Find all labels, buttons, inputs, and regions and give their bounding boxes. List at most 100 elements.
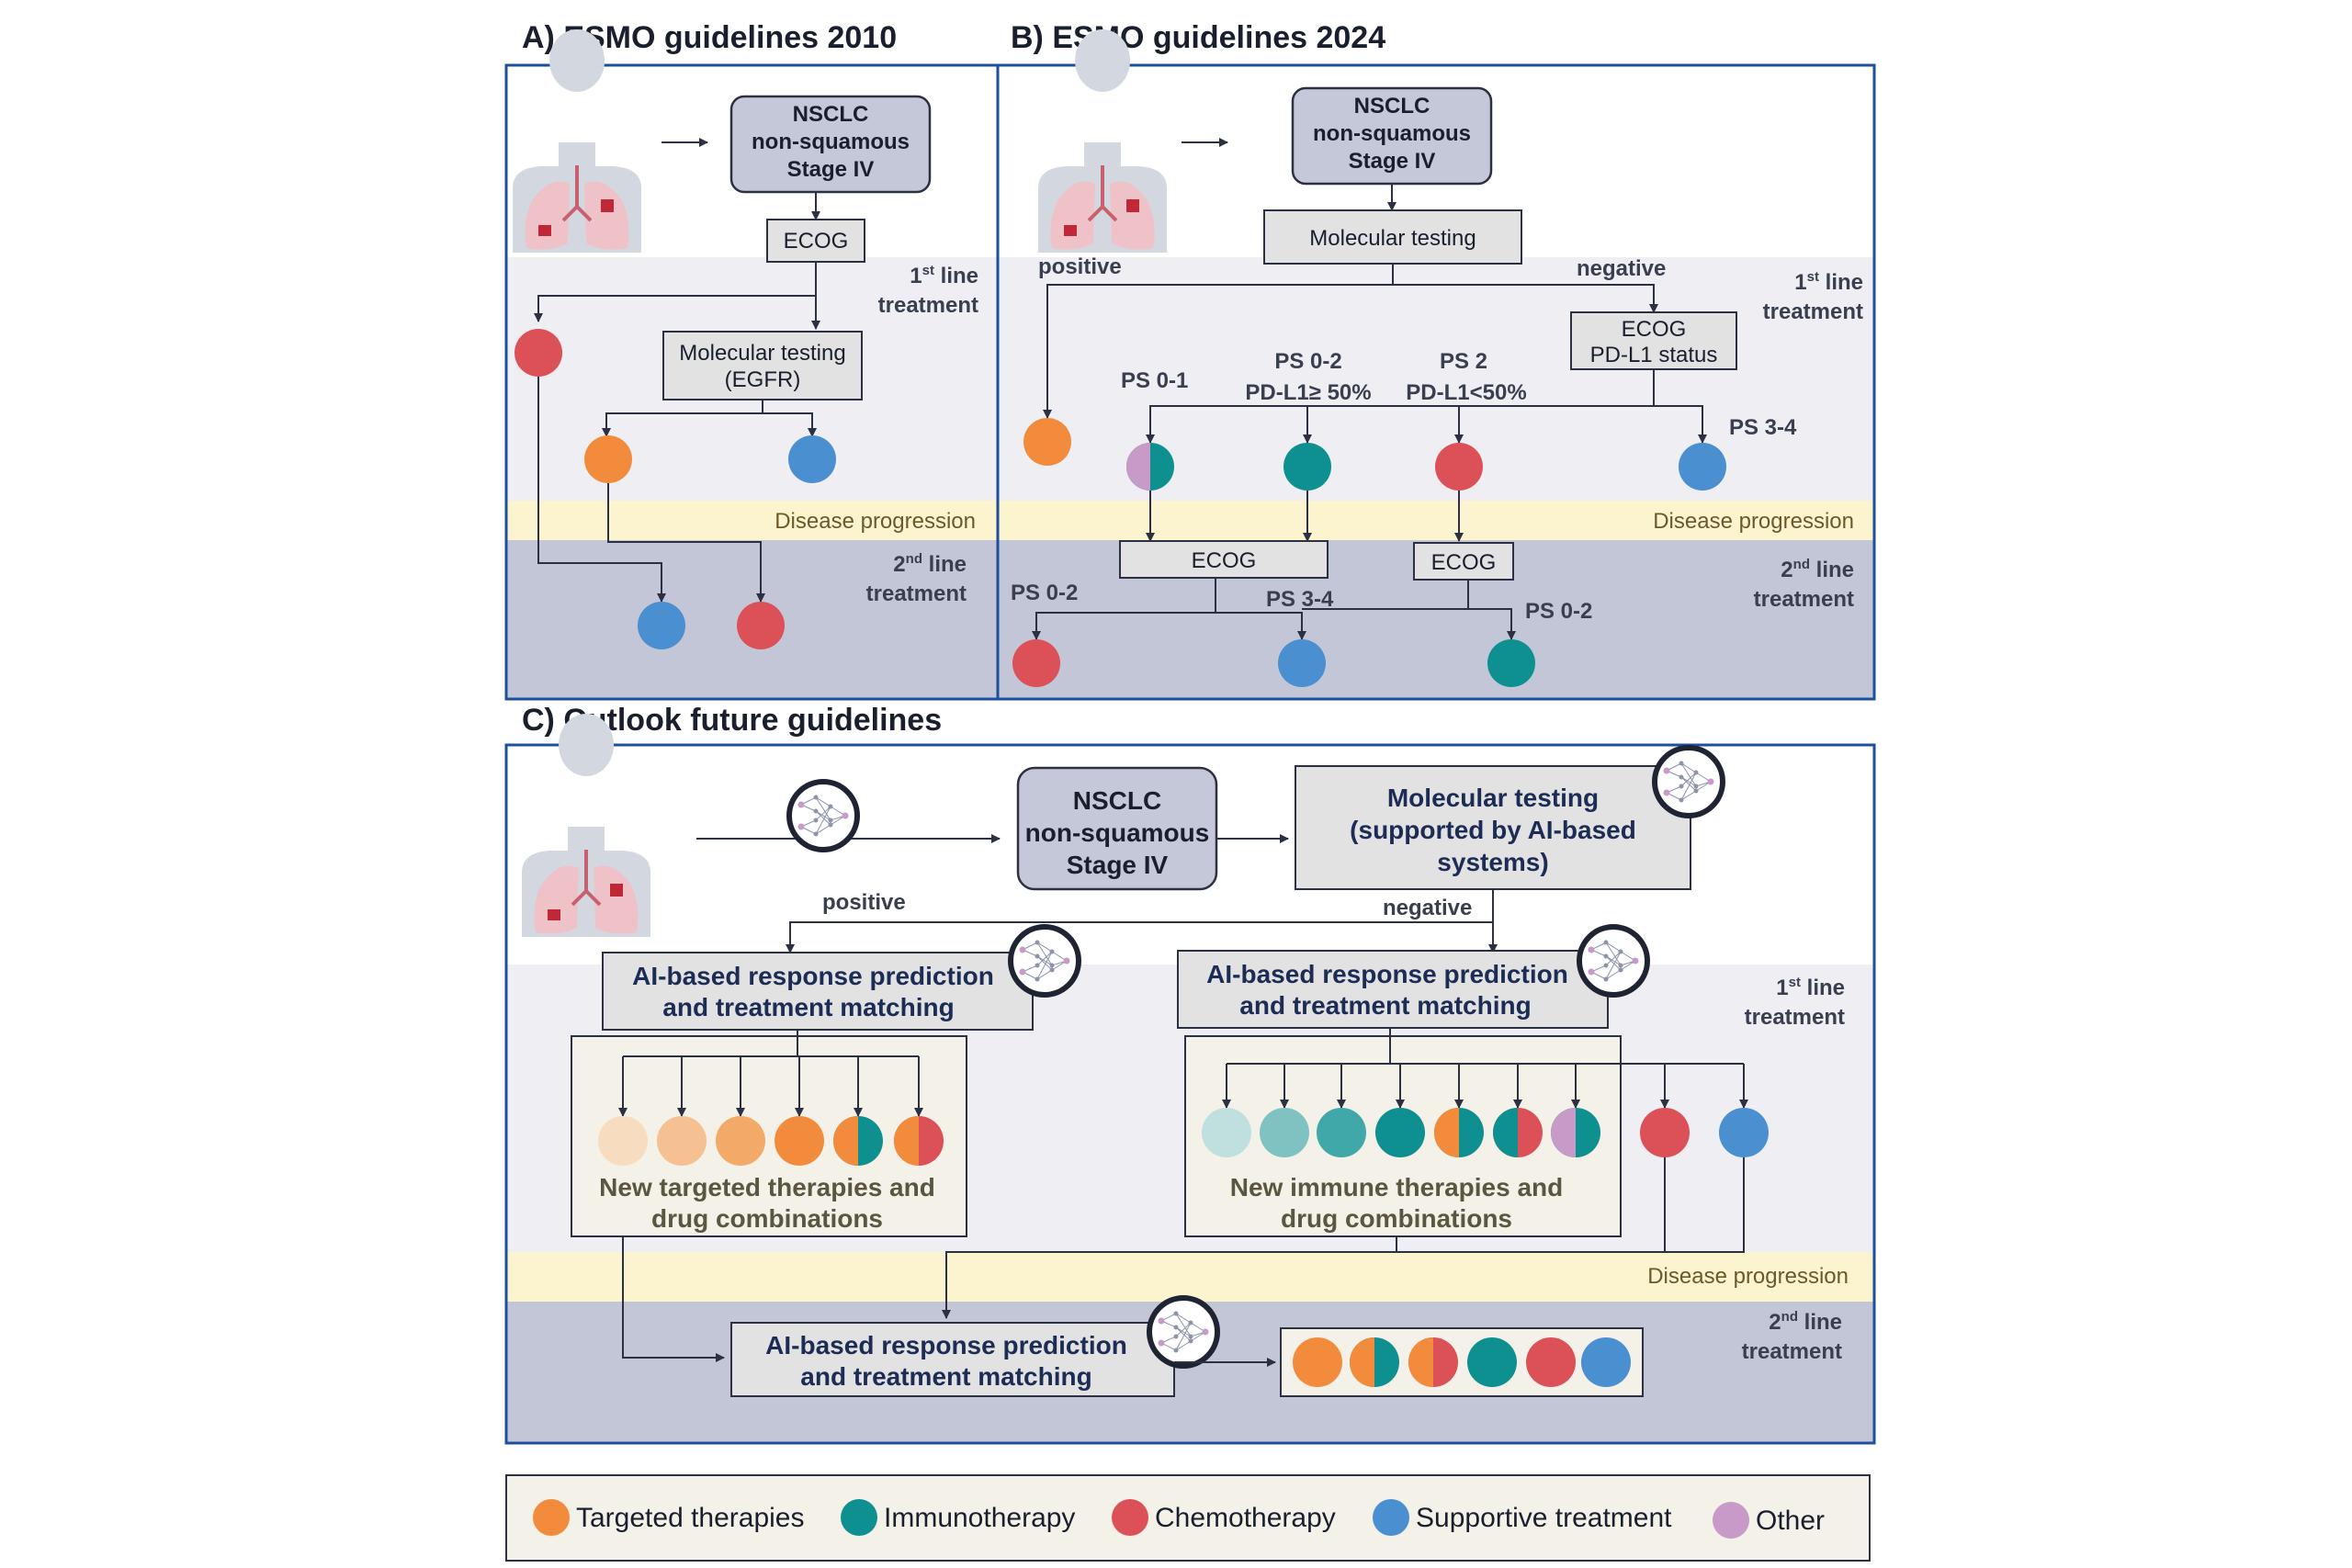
disease-progression-label: Disease progression bbox=[1653, 509, 1854, 534]
ecog-pdl1-label: ECOG bbox=[1622, 317, 1687, 342]
ai-prediction-box bbox=[730, 1322, 1175, 1397]
targeted-circle bbox=[657, 1116, 707, 1166]
supportive-circle bbox=[638, 602, 685, 649]
arrow bbox=[1468, 608, 1516, 640]
legend-label: Other bbox=[1756, 1506, 1825, 1536]
arrow bbox=[763, 412, 817, 437]
chemo-immuno-combo-circle bbox=[1126, 443, 1174, 491]
targeted-circle bbox=[775, 1116, 824, 1166]
targeted-circle bbox=[1293, 1337, 1342, 1387]
molecular-testing-ai-label: systems) bbox=[1437, 848, 1548, 876]
nsclc-label: non-squamous bbox=[1313, 121, 1471, 146]
first-line-label: 1st line bbox=[1794, 269, 1863, 295]
nsclc-label: Stage IV bbox=[787, 157, 875, 182]
ai-prediction-box bbox=[602, 952, 1034, 1031]
legend-swatch-targeted bbox=[533, 1499, 570, 1536]
targeted-circle bbox=[716, 1116, 765, 1166]
supportive-circle bbox=[1278, 639, 1326, 687]
nsclc-label: non-squamous bbox=[752, 130, 910, 154]
ecog-label: ECOG bbox=[1192, 548, 1257, 573]
arrow bbox=[622, 1236, 725, 1362]
ai-prediction-label: and treatment matching bbox=[1239, 991, 1531, 1020]
ps-label: PS 0-2 bbox=[1525, 599, 1592, 624]
second-line-label: treatment bbox=[1754, 587, 1854, 612]
legend-label: Targeted therapies bbox=[576, 1503, 805, 1533]
nsclc-label: NSCLC bbox=[1073, 786, 1161, 815]
ai-prediction-box bbox=[1177, 950, 1609, 1029]
new-immune-therapies-label: drug combinations bbox=[1281, 1204, 1512, 1233]
egfr-label: (EGFR) bbox=[725, 367, 801, 392]
ecog-box bbox=[1119, 540, 1329, 579]
immunotherapy-circle bbox=[1487, 639, 1535, 687]
ai-prediction-label: AI-based response prediction bbox=[1206, 960, 1568, 988]
arrow bbox=[942, 1236, 1397, 1319]
arrow bbox=[607, 483, 765, 603]
panel-b-border bbox=[996, 63, 1876, 701]
new-targeted-therapies-label: New targeted therapies and bbox=[599, 1173, 935, 1201]
ps-label: PS 3-4 bbox=[1729, 415, 1797, 440]
ecog-label: ECOG bbox=[1431, 550, 1497, 575]
new-targeted-therapies-label: drug combinations bbox=[651, 1204, 883, 1233]
ps-label: PS 2 bbox=[1440, 349, 1487, 374]
ai-prediction-label: and treatment matching bbox=[800, 1362, 1091, 1391]
ecog-box bbox=[1413, 542, 1514, 581]
nsclc-label: non-squamous bbox=[1025, 818, 1210, 847]
targeted-immuno-combo-circle bbox=[1434, 1108, 1484, 1157]
panel-b-title: B) ESMO guidelines 2024 bbox=[1011, 20, 1385, 55]
targeted-chemo-combo-circle bbox=[1408, 1337, 1458, 1387]
molecular-testing-ai-box bbox=[1295, 765, 1691, 890]
ecog-pdl1-label: PD-L1 status bbox=[1590, 343, 1718, 367]
first-line-label: treatment bbox=[878, 293, 978, 318]
panel-a-progression-band bbox=[506, 501, 998, 540]
panel-c-progression-band bbox=[506, 1252, 1874, 1302]
arrow bbox=[537, 377, 666, 603]
molecular-testing-box bbox=[662, 331, 863, 400]
targeted-circle bbox=[584, 435, 632, 483]
ps-label: PS 0-1 bbox=[1121, 368, 1188, 393]
legend-box bbox=[505, 1474, 1871, 1562]
immunotherapy-circle bbox=[1260, 1108, 1309, 1157]
supportive-circle bbox=[1719, 1108, 1769, 1157]
ai-network-icon bbox=[1149, 1298, 1217, 1366]
targeted-immuno-combo-circle bbox=[833, 1116, 883, 1166]
legend-label: Chemotherapy bbox=[1155, 1503, 1336, 1533]
ai-network-icon bbox=[1011, 927, 1079, 995]
legend-label: Supportive treatment bbox=[1416, 1503, 1672, 1533]
arrow bbox=[1216, 612, 1306, 640]
second-line-label: 2nd line bbox=[893, 551, 967, 577]
new-immune-therapies-label: New immune therapies and bbox=[1230, 1173, 1564, 1201]
first-line-label: treatment bbox=[1763, 299, 1863, 324]
immunotherapy-circle bbox=[1202, 1108, 1251, 1157]
legend-item: Chemotherapy bbox=[1112, 1499, 1336, 1536]
first-line-label: 1st line bbox=[910, 263, 978, 288]
targeted-immuno-combo-circle bbox=[1350, 1337, 1399, 1387]
legend-swatch-chemotherapy bbox=[1112, 1499, 1148, 1536]
positive-label: positive bbox=[1038, 254, 1122, 279]
nsclc-label: NSCLC bbox=[1354, 94, 1430, 118]
molecular-testing-label: Molecular testing bbox=[1309, 226, 1476, 251]
connector-line bbox=[1665, 1157, 1745, 1253]
nsclc-box bbox=[729, 95, 932, 194]
nsclc-label: Stage IV bbox=[1349, 149, 1436, 174]
chemotherapy-circle bbox=[514, 329, 562, 377]
other-immuno-combo-circle bbox=[1551, 1108, 1600, 1157]
immuno-chemo-combo-circle bbox=[1493, 1108, 1543, 1157]
arrow bbox=[1032, 578, 1216, 640]
positive-label: positive bbox=[822, 890, 906, 915]
legend-swatch-immunotherapy bbox=[841, 1499, 877, 1536]
second-line-label: treatment bbox=[1742, 1339, 1842, 1364]
ps-label: PS 0-2 bbox=[1274, 349, 1341, 374]
ai-network-icon bbox=[1655, 748, 1723, 816]
ai-prediction-label: and treatment matching bbox=[662, 993, 954, 1021]
pdl1-label: PD-L1≥ 50% bbox=[1245, 380, 1371, 405]
chemotherapy-circle bbox=[737, 602, 785, 649]
disease-progression-label: Disease progression bbox=[775, 509, 976, 534]
pdl1-label: PD-L1<50% bbox=[1406, 380, 1526, 405]
nsclc-label: NSCLC bbox=[793, 102, 869, 127]
chemotherapy-circle bbox=[1435, 443, 1483, 491]
legend-label: Immunotherapy bbox=[884, 1503, 1075, 1533]
negative-label: negative bbox=[1577, 256, 1666, 281]
immunotherapy-circle bbox=[1283, 443, 1331, 491]
targeted-circle bbox=[598, 1116, 648, 1166]
disease-progression-label: Disease progression bbox=[1647, 1264, 1849, 1289]
